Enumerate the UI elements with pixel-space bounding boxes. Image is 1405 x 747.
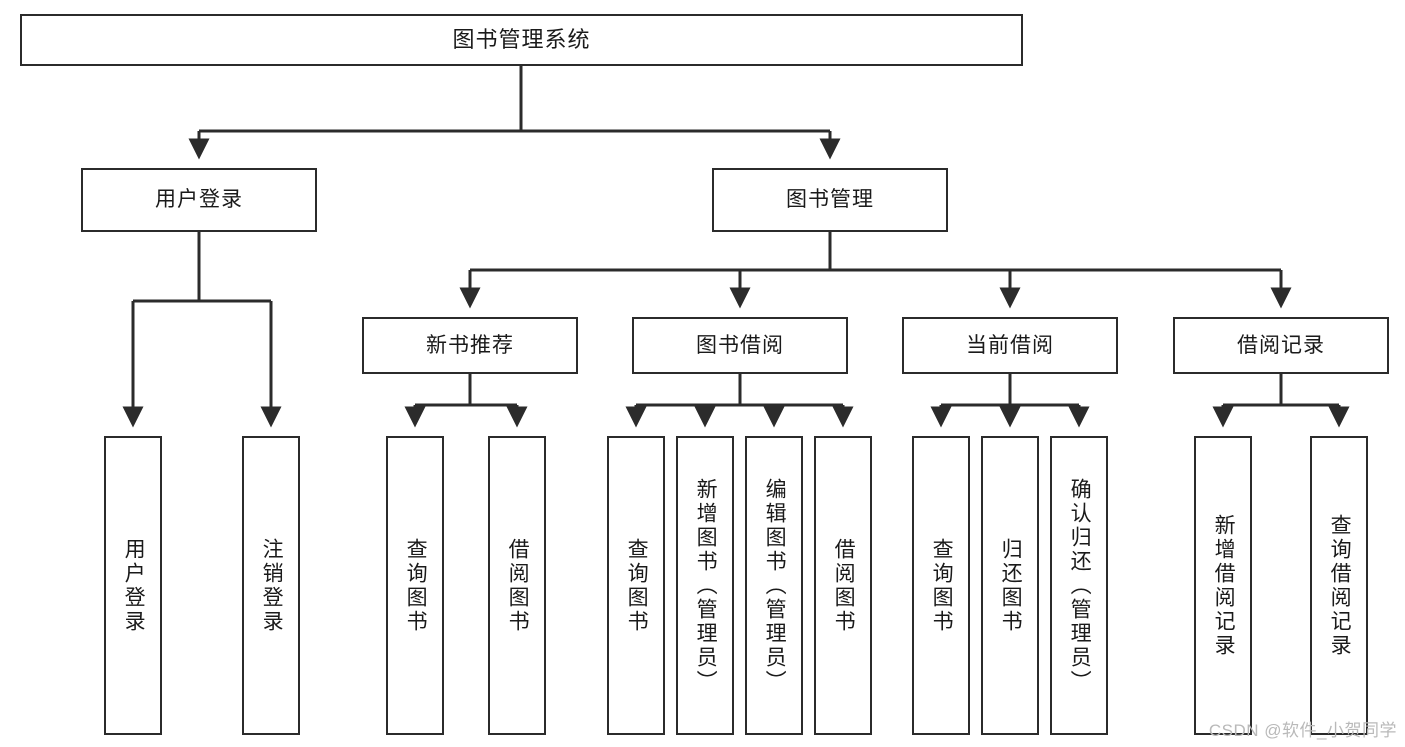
node-label: 图书借阅 xyxy=(696,333,784,357)
node-label: 确认归还（管理员） xyxy=(1068,477,1092,694)
node-user-login[interactable]: 用户登录 xyxy=(81,168,317,232)
node-label: 归还图书 xyxy=(999,537,1023,634)
watermark-text: CSDN @软件_小贺同学 xyxy=(1208,721,1397,740)
node-label: 新增图书（管理员） xyxy=(694,477,718,694)
node-borrow-record[interactable]: 借阅记录 xyxy=(1173,317,1389,374)
node-book-management[interactable]: 图书管理 xyxy=(712,168,948,232)
node-book-borrow[interactable]: 图书借阅 xyxy=(632,317,848,374)
node-label: 查询借阅记录 xyxy=(1328,513,1352,658)
leaf-return-book[interactable]: 归还图书 xyxy=(981,436,1039,735)
node-label: 借阅记录 xyxy=(1237,333,1325,357)
leaf-confirm-return-admin[interactable]: 确认归还（管理员） xyxy=(1050,436,1108,735)
node-label: 查询图书 xyxy=(625,537,649,634)
node-label: 借阅图书 xyxy=(832,537,856,634)
node-label: 图书管理系统 xyxy=(452,26,591,52)
node-label: 借阅图书 xyxy=(506,537,530,634)
node-current-borrow[interactable]: 当前借阅 xyxy=(902,317,1118,374)
node-label: 查询图书 xyxy=(404,537,428,634)
node-label: 新增借阅记录 xyxy=(1212,513,1236,658)
leaf-borrow-book[interactable]: 借阅图书 xyxy=(814,436,872,735)
node-label: 注销登录 xyxy=(260,537,284,634)
leaf-borrow-book-recommend[interactable]: 借阅图书 xyxy=(488,436,546,735)
leaf-query-book-current[interactable]: 查询图书 xyxy=(912,436,970,735)
node-root-system[interactable]: 图书管理系统 xyxy=(20,14,1023,66)
node-label: 编辑图书（管理员） xyxy=(763,477,787,694)
node-label: 新书推荐 xyxy=(426,333,514,357)
node-label: 用户登录 xyxy=(155,188,243,212)
node-new-book-recommend[interactable]: 新书推荐 xyxy=(362,317,578,374)
node-label: 查询图书 xyxy=(930,537,954,634)
node-label: 图书管理 xyxy=(786,188,874,212)
leaf-query-book-borrow[interactable]: 查询图书 xyxy=(607,436,665,735)
node-label: 用户登录 xyxy=(122,537,146,634)
node-label: 当前借阅 xyxy=(966,333,1054,357)
leaf-add-book-admin[interactable]: 新增图书（管理员） xyxy=(676,436,734,735)
leaf-edit-book-admin[interactable]: 编辑图书（管理员） xyxy=(745,436,803,735)
leaf-add-borrow-record[interactable]: 新增借阅记录 xyxy=(1194,436,1252,735)
leaf-query-borrow-record[interactable]: 查询借阅记录 xyxy=(1310,436,1368,735)
leaf-user-login[interactable]: 用户登录 xyxy=(104,436,162,735)
leaf-query-book-recommend[interactable]: 查询图书 xyxy=(386,436,444,735)
leaf-logout[interactable]: 注销登录 xyxy=(242,436,300,735)
